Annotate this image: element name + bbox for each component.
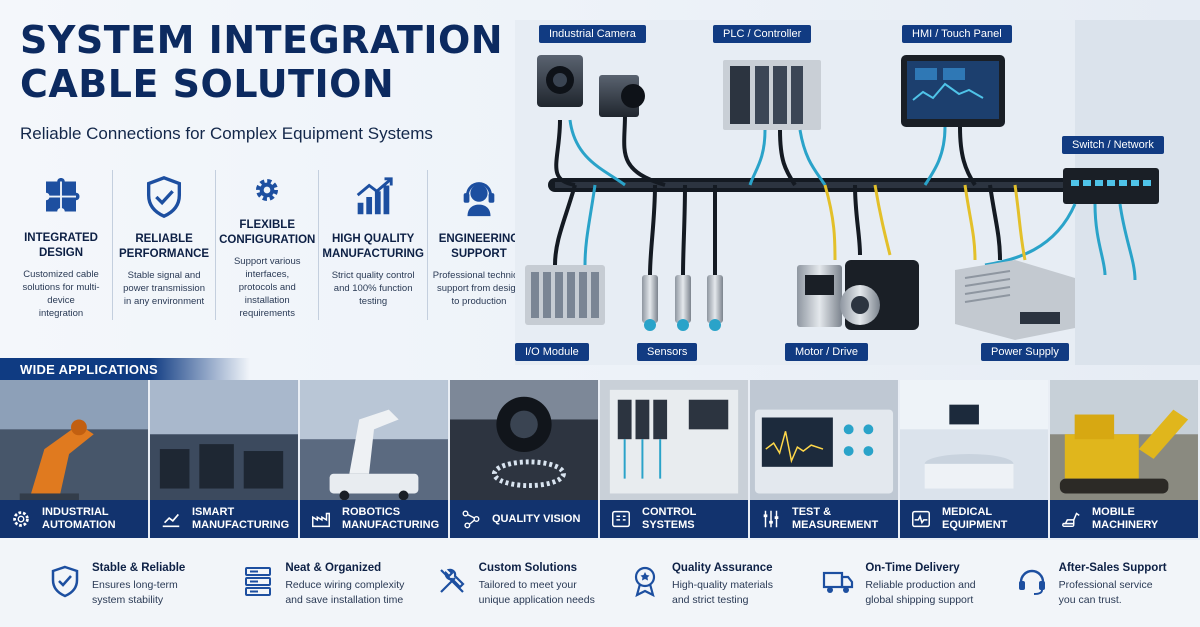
feature-title: RELIABLE PERFORMANCE [119, 233, 210, 260]
feature-list: INTEGRATED DESIGN Customized cable solut… [10, 170, 530, 320]
application-label: QUALITY VISION [492, 512, 581, 525]
award-icon [634, 566, 656, 598]
benefit-title: Quality Assurance [671, 562, 773, 574]
shield-check-icon [147, 176, 182, 219]
benefit-title: Stable & Reliable [92, 562, 186, 574]
feature-title: ENGINEERING SUPPORT [438, 233, 520, 260]
feature-title: HIGH QUALITY MANUFACTURING [322, 233, 424, 260]
gear-icon [13, 511, 29, 527]
puzzle-icon [46, 177, 80, 212]
benefit-desc: Professional service you can trust. [1058, 579, 1153, 606]
label-power-supply: Power Supply [981, 343, 1069, 361]
application-card[interactable]: ISMART MANUFACTURING [150, 380, 300, 538]
gear-icon [256, 179, 279, 201]
application-caption: TEST & MEASUREMENT [750, 500, 898, 538]
application-card[interactable]: INDUSTRIAL AUTOMATION [0, 380, 150, 538]
application-caption: MEDICAL EQUIPMENT [900, 500, 1048, 538]
application-caption: INDUSTRIAL AUTOMATION [0, 500, 148, 538]
benefit-desc: Tailored to meet your unique application… [478, 579, 595, 606]
benefit-desc: Reliable production and global shipping … [865, 579, 976, 606]
sliders-icon [763, 510, 779, 528]
feature-engineering-support: ENGINEERING SUPPORT Professional technic… [428, 170, 530, 320]
benefit-title: On-Time Delivery [865, 562, 960, 574]
feature-desc: Customized cable solutions for multi-dev… [22, 269, 100, 319]
label-motor-drive: Motor / Drive [785, 343, 868, 361]
applications-strip: INDUSTRIAL AUTOMATION ISMART MANUFACTURI… [0, 380, 1200, 538]
hero-title: SYSTEM INTEGRATION CABLE SOLUTION [20, 18, 504, 106]
benefit-title: Neat & Organized [285, 562, 382, 574]
application-card[interactable]: ROBOTICS MANUFACTURING [300, 380, 450, 538]
headset-icon [463, 182, 495, 217]
application-label: MOBILE MACHINERY [1092, 506, 1159, 531]
feature-title: FLEXIBLE CONFIGURATION [219, 219, 316, 246]
application-caption: ROBOTICS MANUFACTURING [300, 500, 448, 538]
feature-high-quality-manufacturing: HIGH QUALITY MANUFACTURING Strict qualit… [319, 170, 428, 320]
bar-chart-icon [356, 177, 393, 215]
application-label: MEDICAL EQUIPMENT [942, 506, 1008, 531]
heartbeat-icon [912, 510, 930, 528]
benefit-desc: Reduce wiring complexity and save instal… [285, 579, 405, 606]
application-label: ROBOTICS MANUFACTURING [342, 506, 440, 531]
control-panel-icon [612, 510, 630, 528]
application-caption: QUALITY VISION [450, 500, 598, 538]
application-caption: CONTROL SYSTEMS [600, 500, 748, 538]
feature-integrated-design: INTEGRATED DESIGN Customized cable solut… [10, 170, 114, 320]
feature-title: INTEGRATED DESIGN [24, 232, 98, 259]
label-sensors: Sensors [637, 343, 698, 361]
feature-reliable-performance: RELIABLE PERFORMANCE Stable signal and p… [113, 170, 217, 320]
benefit-title: After-Sales Support [1058, 562, 1167, 574]
benefit-title: Custom Solutions [478, 562, 578, 574]
hero-subtitle: Reliable Connections for Complex Equipme… [20, 124, 433, 143]
application-label: ISMART MANUFACTURING [192, 506, 290, 531]
application-card[interactable]: QUALITY VISION [450, 380, 600, 538]
feature-desc: Professional technical support from desi… [432, 270, 526, 307]
label-switch-network: Switch / Network [1062, 136, 1164, 154]
shield-check-icon [51, 565, 79, 598]
feature-desc: Support various interfaces, protocols an… [233, 256, 301, 319]
application-label: TEST & MEASUREMENT [792, 506, 879, 531]
application-card[interactable]: CONTROL SYSTEMS [600, 380, 750, 538]
benefit-desc: Ensures long-term system stability [92, 579, 178, 606]
truck-icon [823, 571, 854, 593]
tools-icon [439, 568, 465, 593]
feature-desc: Stable signal and power transmission in … [123, 270, 205, 307]
label-plc-controller: PLC / Controller [713, 25, 812, 43]
application-caption: ISMART MANUFACTURING [150, 500, 298, 538]
excavator-icon [1062, 512, 1080, 528]
label-hmi-touch-panel: HMI / Touch Panel [902, 25, 1012, 43]
applications-header: WIDE APPLICATIONS [0, 358, 250, 380]
label-io-module: I/O Module [515, 343, 589, 361]
chart-icon [162, 513, 180, 528]
network-icon [462, 510, 480, 529]
system-diagram: Industrial Camera PLC / Controller HMI /… [515, 20, 1200, 365]
application-label: INDUSTRIAL AUTOMATION [42, 506, 116, 531]
cable-diagram-illustration [515, 20, 1200, 365]
application-card[interactable]: MOBILE MACHINERY [1050, 380, 1200, 538]
server-icon [245, 567, 272, 596]
feature-flexible-configuration: FLEXIBLE CONFIGURATION Support various i… [216, 170, 320, 320]
application-caption: MOBILE MACHINERY [1050, 500, 1198, 538]
label-industrial-camera: Industrial Camera [539, 25, 646, 43]
feature-desc: Strict quality control and 100% function… [331, 270, 415, 307]
application-card[interactable]: TEST & MEASUREMENT [750, 380, 900, 538]
headset-icon [1018, 569, 1045, 595]
application-card[interactable]: MEDICAL EQUIPMENT [900, 380, 1050, 538]
benefit-desc: High-quality materials and strict testin… [671, 579, 773, 606]
factory-icon [312, 512, 330, 528]
application-label: CONTROL SYSTEMS [642, 506, 697, 531]
